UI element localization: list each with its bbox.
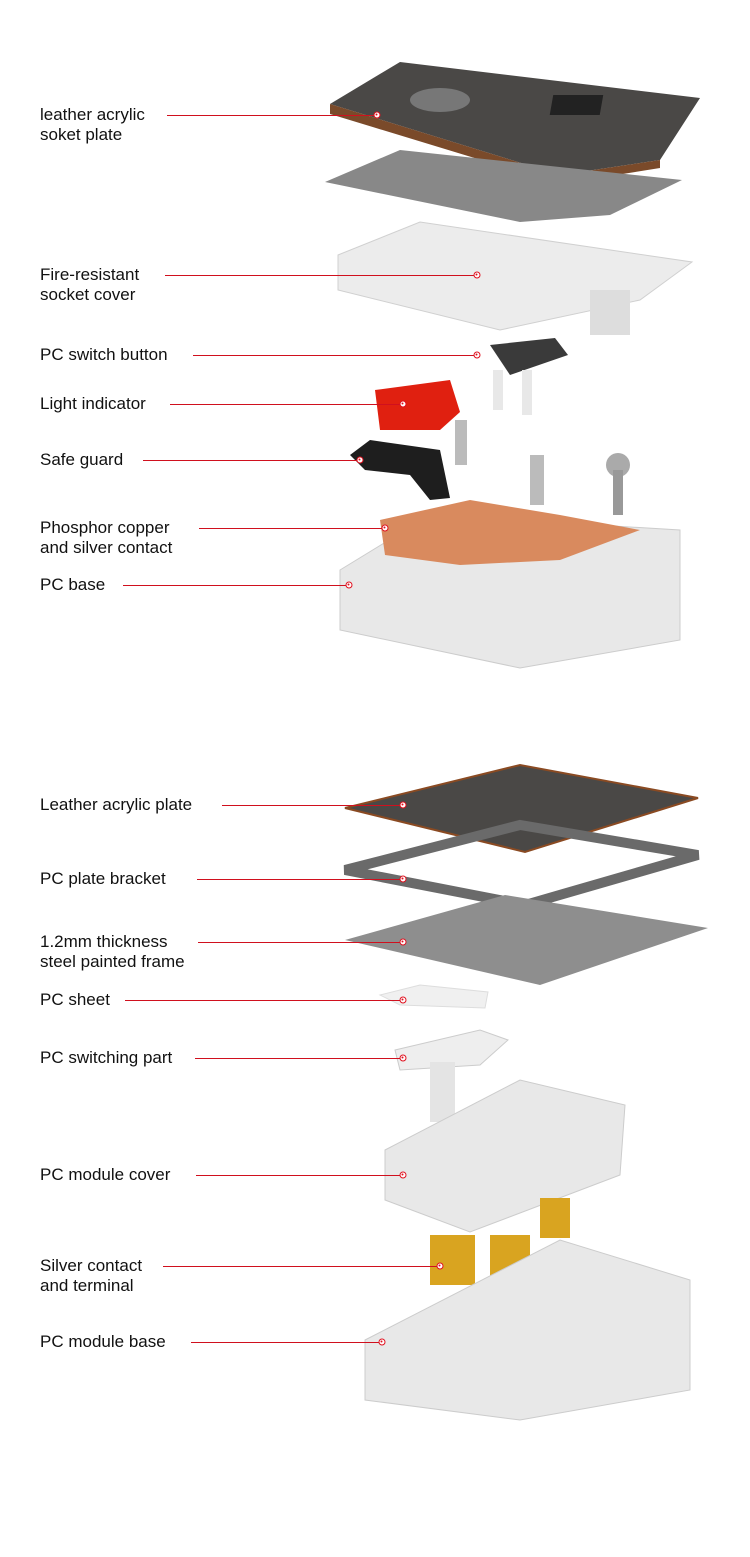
leader-line (165, 275, 477, 276)
label-acrylic-plate: Leather acrylic plate (40, 795, 193, 814)
pc-sheet (378, 984, 489, 1009)
pc-base (339, 500, 681, 669)
safe-guard (350, 420, 630, 515)
label-pc-sheet: PC sheet (40, 990, 110, 1009)
marker-dot-icon (399, 400, 407, 408)
pc-switching-part (394, 1029, 509, 1122)
marker-dot-icon (436, 1262, 444, 1270)
label-line: and silver contact (40, 538, 173, 557)
label-line: Silver contact (40, 1256, 143, 1275)
leader-line (199, 528, 385, 529)
marker-dot-icon (399, 996, 407, 1004)
label-line: socket cover (40, 285, 136, 304)
marker-dot-icon (345, 581, 353, 589)
label-plate-bracket: PC plate bracket (40, 869, 166, 888)
leader-line (123, 585, 349, 586)
light-indicator (375, 380, 460, 430)
pc-module-base (364, 1239, 691, 1421)
leader-line (143, 460, 360, 461)
leader-line (197, 879, 403, 880)
label-light-indicator: Light indicator (40, 394, 146, 413)
leader-line (195, 1058, 403, 1059)
marker-dot-icon (473, 271, 481, 279)
label-module-cover: PC module cover (40, 1165, 171, 1184)
label-line: and terminal (40, 1276, 134, 1295)
leader-line (125, 1000, 403, 1001)
marker-dot-icon (356, 456, 364, 464)
leader-line (167, 115, 377, 116)
leader-line (193, 355, 477, 356)
label-safe-guard: Safe guard (40, 450, 124, 469)
marker-dot-icon (378, 1338, 386, 1346)
marker-dot-icon (381, 524, 389, 532)
steel-frame (325, 150, 682, 222)
marker-dot-icon (473, 351, 481, 359)
label-line: soket plate (40, 125, 123, 144)
pc-plate-bracket (343, 819, 700, 911)
leader-line (191, 1342, 382, 1343)
switch-button (490, 338, 568, 415)
socket-plate (330, 62, 700, 184)
label-line: steel painted frame (40, 952, 185, 971)
leader-line (196, 1175, 403, 1176)
leader-line (170, 404, 403, 405)
label-pc-base: PC base (40, 575, 106, 594)
pc-module-cover (384, 1079, 626, 1233)
label-line: Phosphor copper (40, 518, 170, 537)
leather-acrylic-plate (344, 763, 699, 854)
leader-line (163, 1266, 440, 1267)
label-line: 1.2mm thickness (40, 932, 168, 951)
label-switch-button: PC switch button (40, 345, 168, 364)
label-line: Fire-resistant (40, 265, 140, 284)
label-switching-part: PC switching part (40, 1048, 173, 1067)
leader-line (198, 942, 403, 943)
socket-cover (337, 221, 694, 335)
marker-dot-icon (373, 111, 381, 119)
label-module-base: PC module base (40, 1332, 166, 1351)
label-line: leather acrylic (40, 105, 145, 124)
marker-dot-icon (399, 938, 407, 946)
marker-dot-icon (399, 801, 407, 809)
steel-painted-frame (345, 895, 708, 985)
marker-dot-icon (399, 1171, 407, 1179)
marker-dot-icon (399, 1054, 407, 1062)
marker-dot-icon (399, 875, 407, 883)
leader-line (222, 805, 403, 806)
